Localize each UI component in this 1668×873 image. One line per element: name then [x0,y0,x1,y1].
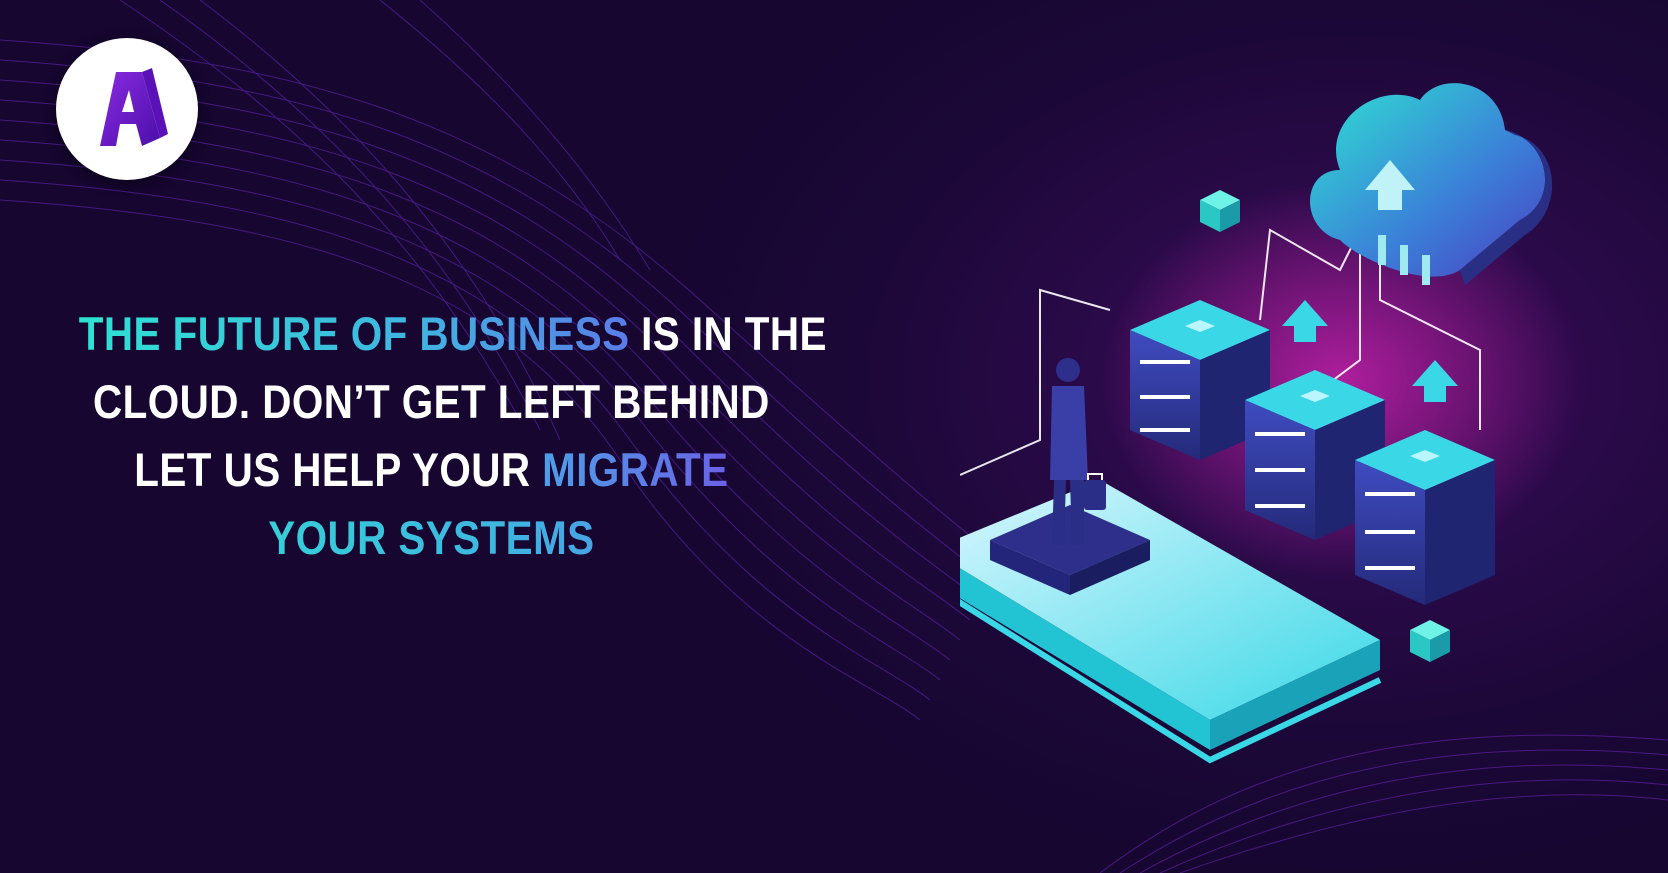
headline-text-is-in-the: IS IN THE [629,307,827,360]
letter-a-logo-icon [100,68,168,146]
upload-arrow-icon [1365,160,1415,210]
cube-icon [1410,620,1450,662]
cloud-icon [1310,83,1553,285]
brand-logo[interactable] [56,38,198,180]
headline: THE FUTURE OF BUSINESS IS IN THE CLOUD. … [78,300,827,572]
cloud-migration-illustration [960,83,1580,764]
server-stack-icon [1355,430,1495,605]
upload-arrow-icon [1412,360,1458,402]
businessman-icon [1050,358,1088,545]
briefcase-icon [1084,473,1106,510]
headline-text-let-us-help: LET US HELP YOUR [134,443,543,496]
headline-line-1: THE FUTURE OF BUSINESS IS IN THE [78,300,827,368]
standing-platform [990,505,1150,595]
headline-highlight-future: THE FUTURE OF BUSINESS [78,307,630,360]
server-stack-icon [1130,300,1270,460]
headline-line-2: CLOUD. DON’T GET LEFT BEHIND [93,375,770,428]
headline-highlight-migrate: MIGRATE [542,443,729,496]
headline-line-4: YOUR SYSTEMS [79,504,784,572]
headline-line-3: LET US HELP YOUR MIGRATE [79,436,784,504]
upload-arrow-icon [1282,300,1328,342]
cube-icon [1200,190,1240,232]
